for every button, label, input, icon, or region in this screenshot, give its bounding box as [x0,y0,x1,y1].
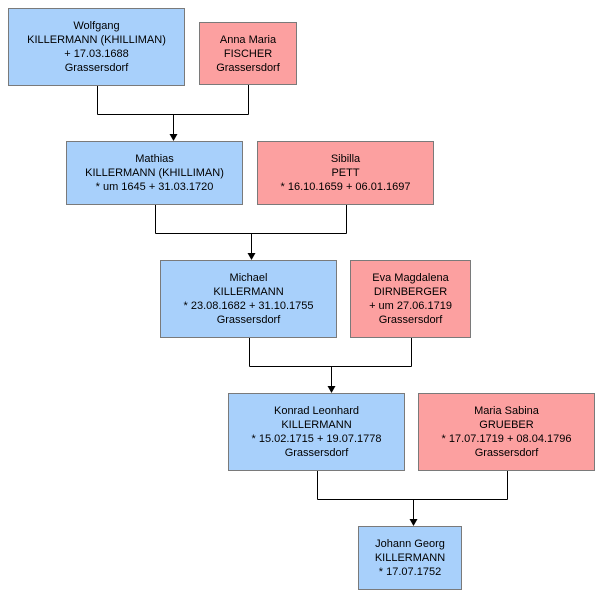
person-line: KILLERMANN [374,552,446,564]
person-line: * 17.07.1752 [378,566,442,578]
person-line: * um 1645 + 31.03.1720 [95,181,214,193]
person-line: Grassersdorf [284,447,349,459]
person-line: + 17.03.1688 [64,48,129,60]
person-line: KILLERMANN [213,286,284,298]
person-line: Grassersdorf [64,62,129,74]
person-line: * 23.08.1682 + 31.10.1755 [183,300,314,312]
child-arrow [409,519,418,526]
person-line: Eva Magdalena [372,272,449,284]
person-line: * 15.02.1715 + 19.07.1778 [251,433,382,445]
person-line: KILLERMANN [281,419,352,431]
person-line: Grassersdorf [378,314,443,326]
person-line: Johann Georg [375,538,445,550]
person-line: * 17.07.1719 + 08.04.1796 [441,433,572,445]
person-line: Anna Maria [219,33,277,46]
person-line: Mathias [135,153,174,165]
person-line: Wolfgang [73,20,120,32]
person-line: Grassersdorf [216,314,281,326]
person-line: Konrad Leonhard [273,405,359,417]
person-line: PETT [331,167,360,179]
person-line: DIRNBERGER [373,286,448,298]
person-line: KILLERMANN (KHILLIMAN) [27,34,166,46]
person-line: KILLERMANN (KHILLIMAN) [85,167,224,179]
person-line: Sibilla [330,153,361,165]
person-line: Grassersdorf [216,61,280,74]
person-line: + um 27.06.1719 [369,300,452,312]
person-line: Michael [229,272,268,284]
person-line: Grassersdorf [474,447,539,459]
child-arrow [247,253,256,260]
person-line: * 16.10.1659 + 06.01.1697 [280,181,411,193]
child-arrow [327,386,336,393]
child-arrow [169,134,178,141]
person-line: GRUEBER [479,419,534,431]
person-line: FISCHER [223,47,273,60]
person-line: Maria Sabina [474,405,539,417]
